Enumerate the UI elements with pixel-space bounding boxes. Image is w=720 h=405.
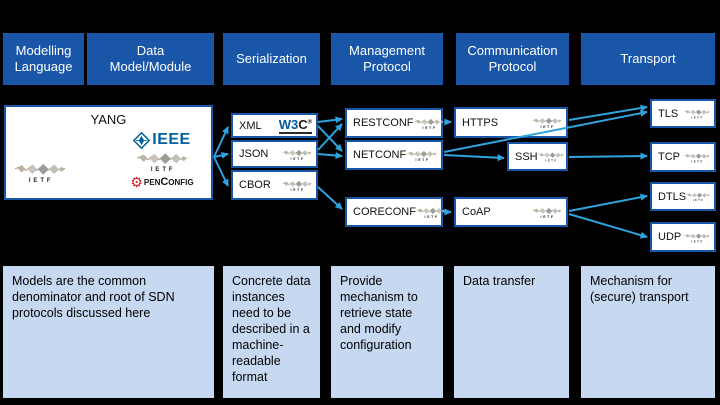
header-management-protocol: Management Protocol — [331, 33, 443, 85]
ietf-logo: I E T F — [416, 204, 446, 221]
yang-label: YANG — [90, 112, 127, 127]
svg-text:I E T F: I E T F — [545, 158, 556, 162]
ietf-logo: I E T F — [282, 177, 312, 194]
svg-text:I E T F: I E T F — [151, 167, 173, 173]
node-cbor: CBOR I E T F — [231, 170, 318, 200]
node-label: CBOR — [239, 179, 271, 191]
node-label: TLS — [658, 107, 679, 120]
ietf-logo-glyph: I E T F — [416, 207, 446, 219]
svg-text:I E T F: I E T F — [291, 157, 304, 161]
w3c-w3: W3 — [278, 116, 299, 132]
ietf-logo: I E T F — [684, 149, 710, 166]
note-transport: Mechanism for (secure) transport — [581, 266, 715, 398]
node-tcp: TCP I E T F — [650, 142, 716, 172]
header-transport: Transport — [581, 33, 715, 85]
svg-text:I E T F: I E T F — [425, 215, 438, 219]
ietf-logo: I E T F — [684, 229, 710, 246]
node-label: XML — [239, 119, 262, 132]
node-coreconf: CORECONF I E T F — [345, 197, 446, 227]
ietf-logo: I E T F — [684, 105, 710, 122]
svg-text:I E T F: I E T F — [691, 115, 702, 119]
node-label: DTLS — [658, 190, 687, 203]
ietf-logo: I E T F — [532, 204, 562, 221]
ietf-logo: I E T F — [532, 114, 562, 131]
svg-text:I E T F: I E T F — [422, 126, 435, 130]
node-label: TCP — [658, 151, 680, 163]
header-modelling-language: Modelling Language — [3, 33, 84, 85]
node-label: NETCONF — [353, 149, 407, 161]
node-https: HTTPS I E T F — [454, 107, 568, 138]
w3c-c: C — [298, 116, 308, 132]
ietf-logo: I E T F — [686, 188, 710, 205]
node-label: SSH — [515, 150, 538, 163]
svg-text:I E T F: I E T F — [693, 198, 703, 202]
node-label: RESTCONF — [353, 117, 414, 129]
ietf-logo-glyph: I E T F — [136, 153, 188, 173]
ietf-logo: I E T F — [414, 115, 444, 132]
node-label: CoAP — [462, 206, 491, 218]
ietf-logo-glyph: I E T F — [532, 207, 562, 219]
gear-icon: ⚙ — [130, 174, 143, 190]
ietf-logo-glyph: I E T F — [414, 118, 443, 130]
ietf-logo: I E T F — [136, 150, 188, 174]
svg-text:I E T F: I E T F — [691, 239, 702, 243]
ieee-label: IEEE — [152, 131, 191, 148]
node-coap: CoAP I E T F — [454, 197, 568, 227]
node-label: UDP — [658, 231, 682, 243]
openconfig-label: penConfig — [143, 176, 194, 188]
node-restconf: RESTCONF I E T F — [345, 108, 443, 138]
svg-text:I E T F: I E T F — [416, 158, 429, 162]
note-models: Models are the common denominator and ro… — [3, 266, 214, 398]
note-communication: Data transfer — [454, 266, 569, 398]
node-xml: XML W3C® — [231, 113, 318, 138]
ietf-logo: I E T F — [538, 148, 564, 165]
ietf-logo-glyph: I E T F — [407, 150, 437, 162]
header-data-model-module: Data Model/Module — [87, 33, 214, 85]
svg-text:I E T F: I E T F — [29, 178, 51, 184]
w3c-logo: W3C® — [278, 116, 312, 134]
svg-text:I E T F: I E T F — [541, 215, 554, 219]
node-netconf: NETCONF I E T F — [345, 140, 443, 170]
yang-model-box: YANG I E T F IEEE I E T F ⚙penConfig — [4, 105, 213, 200]
ietf-logo-glyph: I E T F — [684, 109, 710, 119]
node-ssh: SSH I E T F — [507, 142, 568, 171]
w3c-reg: ® — [307, 119, 312, 126]
note-management: Provide mechanism to retrieve state and … — [331, 266, 443, 398]
ietf-logo-glyph: I E T F — [282, 149, 312, 161]
header-communication-protocol: Communication Protocol — [456, 33, 569, 85]
svg-text:I E T F: I E T F — [541, 125, 554, 129]
node-label: CORECONF — [353, 206, 416, 218]
ietf-logo-glyph: I E T F — [282, 180, 312, 192]
node-udp: UDP I E T F — [650, 222, 716, 252]
ietf-logo-glyph: I E T F — [686, 192, 710, 202]
ietf-logo: I E T F — [282, 146, 312, 163]
ieee-diamond-icon — [133, 131, 151, 149]
note-serialization: Concrete data instances need to be descr… — [223, 266, 320, 398]
node-json: JSON I E T F — [231, 140, 318, 168]
ietf-logo-large: I E T F — [14, 153, 66, 191]
header-serialization: Serialization — [223, 33, 320, 85]
node-dtls: DTLS I E T F — [650, 182, 716, 211]
node-tls: TLS I E T F — [650, 99, 716, 128]
ietf-logo-glyph: I E T F — [14, 163, 66, 184]
svg-text:I E T F: I E T F — [291, 188, 304, 192]
ietf-logo: I E T F — [407, 147, 437, 164]
ietf-logo-glyph: I E T F — [532, 117, 562, 129]
ieee-logo: IEEE — [133, 131, 190, 149]
ietf-logo-glyph: I E T F — [684, 152, 710, 163]
openconfig-logo: ⚙penConfig — [130, 175, 193, 189]
node-label: JSON — [239, 148, 269, 160]
ietf-logo-glyph: I E T F — [684, 232, 710, 243]
node-label: HTTPS — [462, 116, 499, 129]
ietf-logo-glyph: I E T F — [538, 152, 564, 162]
svg-text:I E T F: I E T F — [691, 159, 702, 163]
